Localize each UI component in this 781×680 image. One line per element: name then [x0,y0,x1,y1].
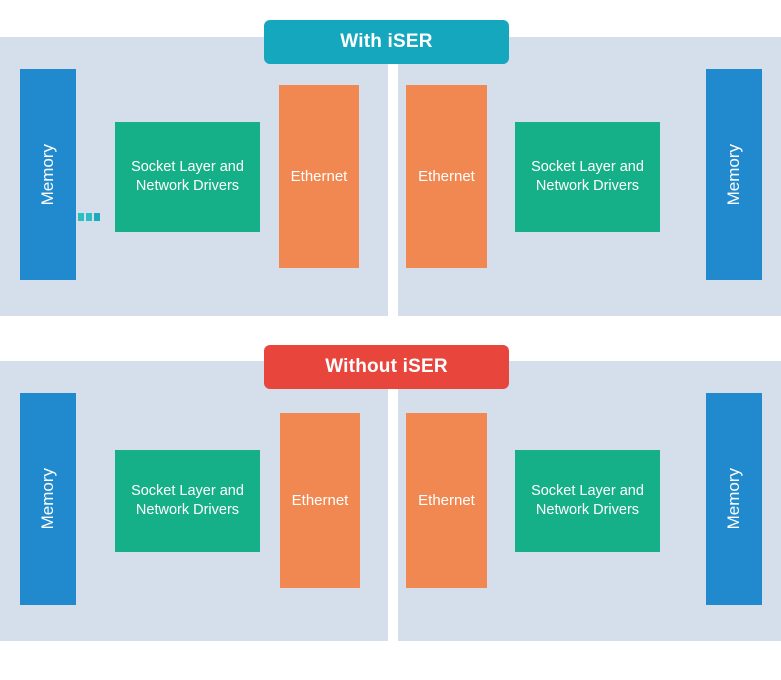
socket-layer-label: Socket Layer and Network Drivers [531,482,644,520]
socket-layer-line1: Socket Layer and [531,483,644,500]
ethernet-label: Ethernet [418,491,475,509]
memory-block-left-with-iser: Memory [20,69,76,280]
title-pill-label: With iSER [340,31,433,52]
socket-layer-block-right-without-iser: Socket Layer and Network Drivers [515,450,660,552]
socket-layer-line2: Network Drivers [135,502,240,518]
memory-label: Memory [723,143,743,206]
ethernet-block-right-with-iser: Ethernet [406,85,487,268]
memory-label: Memory [37,468,57,530]
socket-layer-line2: Network Drivers [135,178,240,194]
memory-label: Memory [37,143,57,206]
ethernet-block-left-with-iser: Ethernet [279,85,359,268]
title-pill-label: Without iSER [325,356,448,377]
socket-layer-label: Socket Layer and Network Drivers [131,482,244,520]
socket-layer-label: Socket Layer and Network Drivers [131,158,244,196]
memory-block-right-with-iser: Memory [706,69,762,280]
connector-dash-1 [78,213,84,221]
socket-layer-line1: Socket Layer and [531,159,644,176]
socket-layer-line1: Socket Layer and [131,483,244,500]
memory-block-left-without-iser: Memory [20,393,76,605]
title-pill-without-iser: Without iSER [264,345,509,389]
ethernet-label: Ethernet [291,491,349,509]
ethernet-label: Ethernet [418,167,475,185]
connector-dash-3 [94,213,100,221]
socket-layer-line2: Network Drivers [535,502,640,518]
ethernet-block-right-without-iser: Ethernet [406,413,487,588]
memory-block-right-without-iser: Memory [706,393,762,605]
with-iser-panel: Memory Socket Layer and Network Drivers … [0,37,781,316]
memory-label: Memory [723,468,743,530]
socket-layer-label: Socket Layer and Network Drivers [531,158,644,196]
title-pill-with-iser: With iSER [264,20,509,64]
ethernet-label: Ethernet [290,167,348,185]
connector-dash-2 [86,213,92,221]
socket-layer-block-left-with-iser: Socket Layer and Network Drivers [115,122,260,232]
without-iser-panel: Memory Socket Layer and Network Drivers … [0,361,781,641]
host-divider [388,37,398,316]
socket-layer-line2: Network Drivers [535,178,640,194]
socket-layer-block-right-with-iser: Socket Layer and Network Drivers [515,122,660,232]
ethernet-block-left-without-iser: Ethernet [280,413,360,588]
socket-layer-block-left-without-iser: Socket Layer and Network Drivers [115,450,260,552]
host-divider [388,361,398,641]
socket-layer-line1: Socket Layer and [131,159,244,176]
rdma-dashed-connector [78,213,100,221]
